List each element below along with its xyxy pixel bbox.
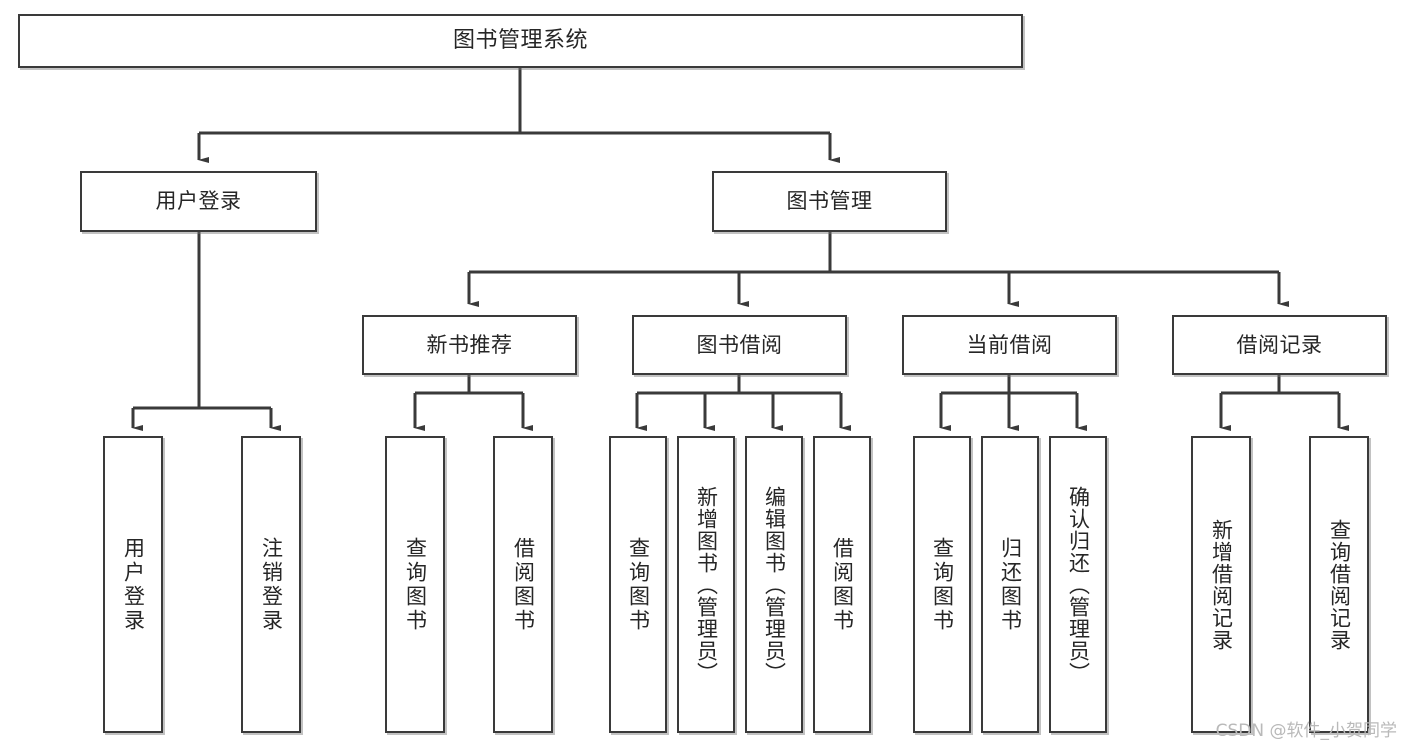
node-leaf-borrow-book[interactable]: 借阅图书 bbox=[813, 436, 871, 733]
node-leaf-confirm-return-admin[interactable]: 确认归还（管理员） bbox=[1049, 436, 1107, 733]
node-leaf-add-borrow-record[interactable]: 新增借阅记录 bbox=[1191, 436, 1251, 733]
node-label: 确认归还（管理员） bbox=[1066, 485, 1091, 684]
node-leaf-add-book-admin[interactable]: 新增图书（管理员） bbox=[677, 436, 735, 733]
node-borrow-record[interactable]: 借阅记录 bbox=[1172, 315, 1387, 375]
node-leaf-user-login[interactable]: 用户登录 bbox=[103, 436, 163, 733]
node-label: 归还图书 bbox=[998, 536, 1023, 633]
node-label: 新书推荐 bbox=[426, 332, 513, 357]
node-leaf-return-book[interactable]: 归还图书 bbox=[981, 436, 1039, 733]
node-label: 图书管理 bbox=[786, 189, 873, 214]
node-label: 图书管理系统 bbox=[452, 28, 588, 54]
node-root-book-management-system[interactable]: 图书管理系统 bbox=[18, 14, 1023, 68]
node-label: 查询借阅记录 bbox=[1327, 518, 1352, 651]
node-book-borrow[interactable]: 图书借阅 bbox=[632, 315, 847, 375]
node-label: 借阅图书 bbox=[511, 536, 536, 633]
node-leaf-query-book-borrow[interactable]: 查询图书 bbox=[609, 436, 667, 733]
node-current-borrow[interactable]: 当前借阅 bbox=[902, 315, 1117, 375]
node-leaf-logout[interactable]: 注销登录 bbox=[241, 436, 301, 733]
node-label: 注销登录 bbox=[259, 536, 284, 633]
csdn-watermark: CSDN @软件_小贺同学 bbox=[1215, 721, 1397, 741]
node-label: 用户登录 bbox=[121, 536, 146, 633]
node-leaf-query-book-current[interactable]: 查询图书 bbox=[913, 436, 971, 733]
node-label: 查询图书 bbox=[626, 536, 651, 633]
node-label: 当前借阅 bbox=[966, 332, 1053, 357]
node-label: 借阅图书 bbox=[830, 536, 855, 633]
node-leaf-query-book-newbook[interactable]: 查询图书 bbox=[385, 436, 445, 733]
node-leaf-borrow-book-newbook[interactable]: 借阅图书 bbox=[493, 436, 553, 733]
node-label: 查询图书 bbox=[403, 536, 428, 633]
node-label: 新增图书（管理员） bbox=[694, 485, 719, 684]
node-label: 编辑图书（管理员） bbox=[762, 485, 787, 684]
node-label: 借阅记录 bbox=[1236, 332, 1323, 357]
node-leaf-edit-book-admin[interactable]: 编辑图书（管理员） bbox=[745, 436, 803, 733]
node-book-management[interactable]: 图书管理 bbox=[712, 171, 947, 232]
node-new-book-recommend[interactable]: 新书推荐 bbox=[362, 315, 577, 375]
node-label: 查询图书 bbox=[930, 536, 955, 633]
node-user-login[interactable]: 用户登录 bbox=[80, 171, 317, 232]
node-label: 新增借阅记录 bbox=[1209, 518, 1234, 651]
node-label: 图书借阅 bbox=[696, 332, 783, 357]
node-leaf-query-borrow-record[interactable]: 查询借阅记录 bbox=[1309, 436, 1369, 733]
node-label: 用户登录 bbox=[155, 189, 242, 214]
